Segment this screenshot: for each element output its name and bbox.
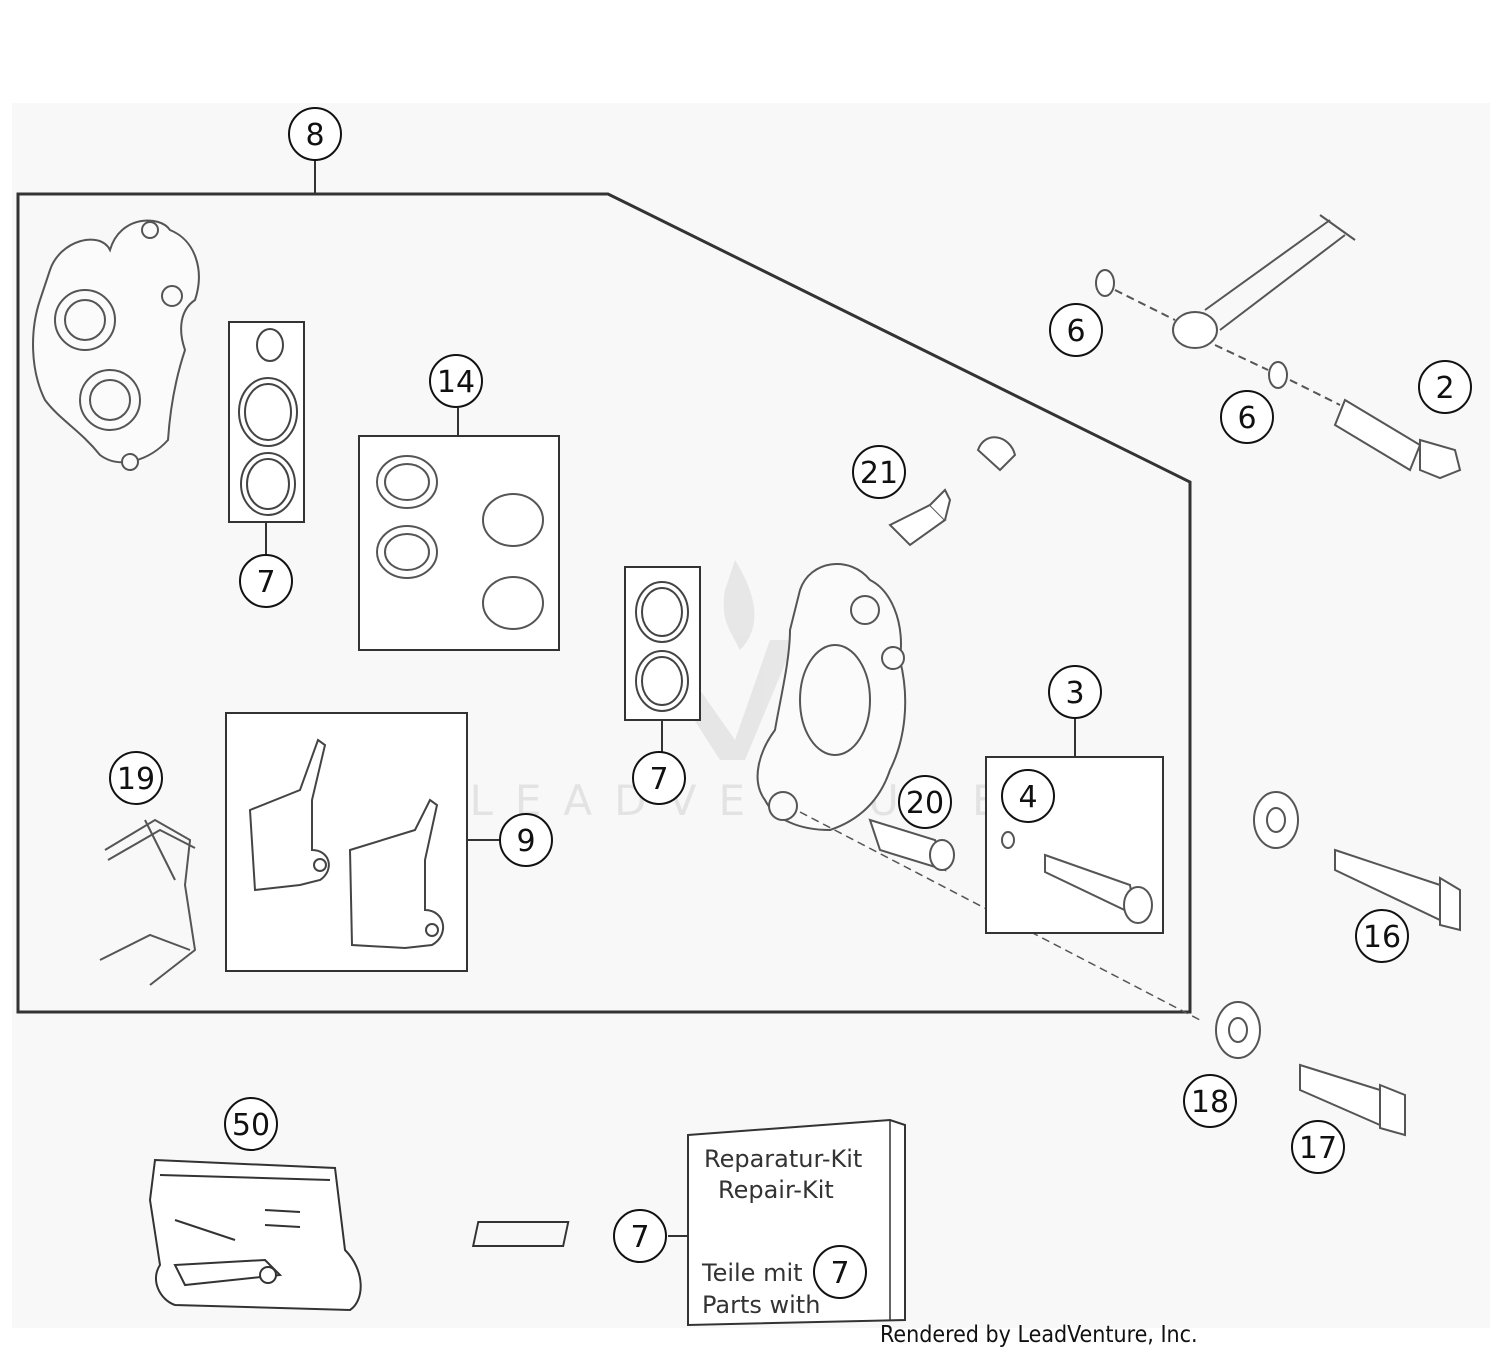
pad-spring-part[interactable] [99, 818, 197, 986]
callout-16[interactable]: 16 [1355, 909, 1409, 963]
svg-text:9: 9 [516, 824, 535, 859]
svg-text:14: 14 [437, 365, 475, 400]
callout-18[interactable]: 18 [1183, 1074, 1237, 1128]
callout-9[interactable]: 9 [499, 813, 553, 867]
svg-text:17: 17 [1299, 1131, 1337, 1166]
caliper-assembly-outline [16, 192, 1192, 1014]
seal-set-part[interactable] [624, 566, 701, 721]
svg-text:7: 7 [830, 1256, 849, 1291]
bleeder-valve-part[interactable] [888, 436, 1017, 547]
svg-text:21: 21 [860, 456, 898, 491]
caliper-pin-part[interactable] [868, 818, 955, 872]
callout-7-seal[interactable]: 7 [239, 554, 293, 608]
callout-2[interactable]: 2 [1418, 360, 1472, 414]
washer-part[interactable] [1215, 791, 1299, 1059]
repair-kit-line2: Repair-Kit [718, 1176, 834, 1204]
callout-4[interactable]: 4 [1001, 769, 1055, 823]
svg-text:3: 3 [1065, 676, 1084, 711]
svg-text:7: 7 [256, 565, 275, 600]
callout-7-seal-2[interactable]: 7 [632, 751, 686, 805]
tool-kit-bag-part[interactable] [148, 1158, 362, 1312]
callout-6-top[interactable]: 6 [1049, 303, 1103, 357]
callout-8[interactable]: 8 [288, 107, 342, 161]
piston-seal-set-part[interactable] [228, 321, 305, 523]
callout-17[interactable]: 17 [1291, 1120, 1345, 1174]
callout-7-kit[interactable]: 7 [613, 1209, 667, 1263]
caliper-half-part[interactable] [32, 219, 200, 471]
callout-50[interactable]: 50 [224, 1097, 278, 1151]
mounting-bolt-part[interactable] [1299, 848, 1461, 1137]
svg-text:7: 7 [630, 1220, 649, 1255]
render-credit: Rendered by LeadVenture, Inc. [880, 1322, 1198, 1348]
svg-text:8: 8 [305, 118, 324, 153]
callout-7-kit-inner[interactable]: 7 [813, 1245, 867, 1299]
callout-14[interactable]: 14 [429, 354, 483, 408]
callout-6-lower[interactable]: 6 [1220, 390, 1274, 444]
svg-text:16: 16 [1363, 920, 1401, 955]
ktm-logo [471, 1221, 570, 1247]
svg-text:7: 7 [649, 762, 668, 797]
repair-kit-line1: Reparatur-Kit [704, 1145, 862, 1173]
callout-19[interactable]: 19 [109, 751, 163, 805]
svg-text:4: 4 [1018, 780, 1037, 815]
piston-set-part[interactable] [358, 435, 560, 651]
svg-text:50: 50 [232, 1108, 270, 1143]
brake-pads-part[interactable] [225, 712, 468, 972]
caliper-body-part[interactable] [756, 563, 907, 832]
callout-21[interactable]: 21 [852, 445, 906, 499]
callout-3[interactable]: 3 [1048, 665, 1102, 719]
guide-pin-kit-part[interactable] [985, 756, 1164, 934]
svg-text:2: 2 [1435, 371, 1454, 406]
svg-text:19: 19 [117, 762, 155, 797]
svg-text:18: 18 [1191, 1085, 1229, 1120]
svg-text:6: 6 [1066, 314, 1085, 349]
callout-20[interactable]: 20 [898, 775, 952, 829]
repair-kit-line3: Teile mit [701, 1259, 803, 1287]
svg-text:6: 6 [1237, 401, 1256, 436]
svg-text:20: 20 [906, 786, 944, 821]
repair-kit-line4: Parts with [702, 1291, 820, 1319]
brake-line-banjo-part[interactable] [1095, 214, 1462, 480]
